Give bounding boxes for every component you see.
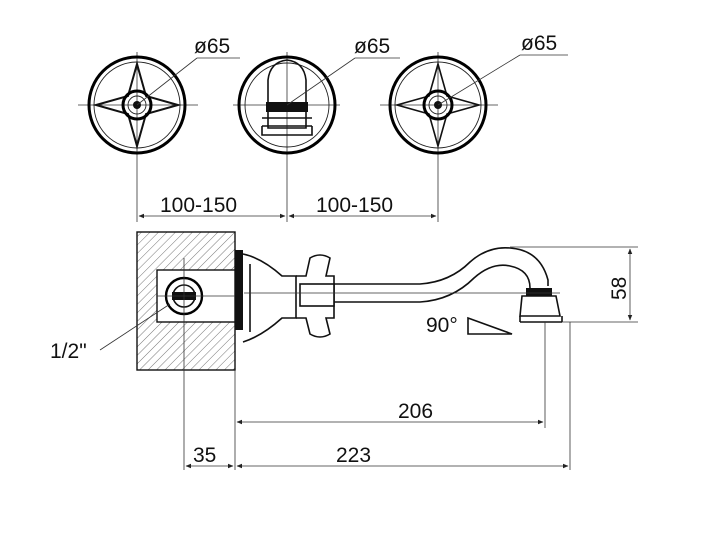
body-depth-label: 35: [193, 444, 216, 467]
angle-label: 90°: [426, 314, 458, 337]
height-label: 58: [608, 277, 631, 300]
wall-body-section: [136, 231, 236, 470]
angle-indicator: [467, 316, 513, 335]
right-diameter-label: ø65: [521, 32, 557, 55]
right-handle-top-view: [380, 52, 568, 158]
spacing-left-label: 100-150: [160, 194, 237, 217]
projection-dimensions: [185, 322, 571, 470]
left-diameter-label: ø65: [194, 35, 230, 58]
left-handle-top-view: [78, 52, 240, 158]
connection-label: 1/2": [50, 340, 87, 363]
spout-projection-label: 206: [398, 400, 433, 423]
spout-top-view: [233, 52, 400, 158]
spout-side-view: [235, 246, 563, 343]
total-projection-label: 223: [336, 444, 371, 467]
spacing-dimension: [136, 158, 439, 222]
spacing-right-label: 100-150: [316, 194, 393, 217]
height-dimension: [510, 246, 638, 323]
connection-leader: [99, 303, 171, 351]
middle-diameter-label: ø65: [354, 35, 390, 58]
